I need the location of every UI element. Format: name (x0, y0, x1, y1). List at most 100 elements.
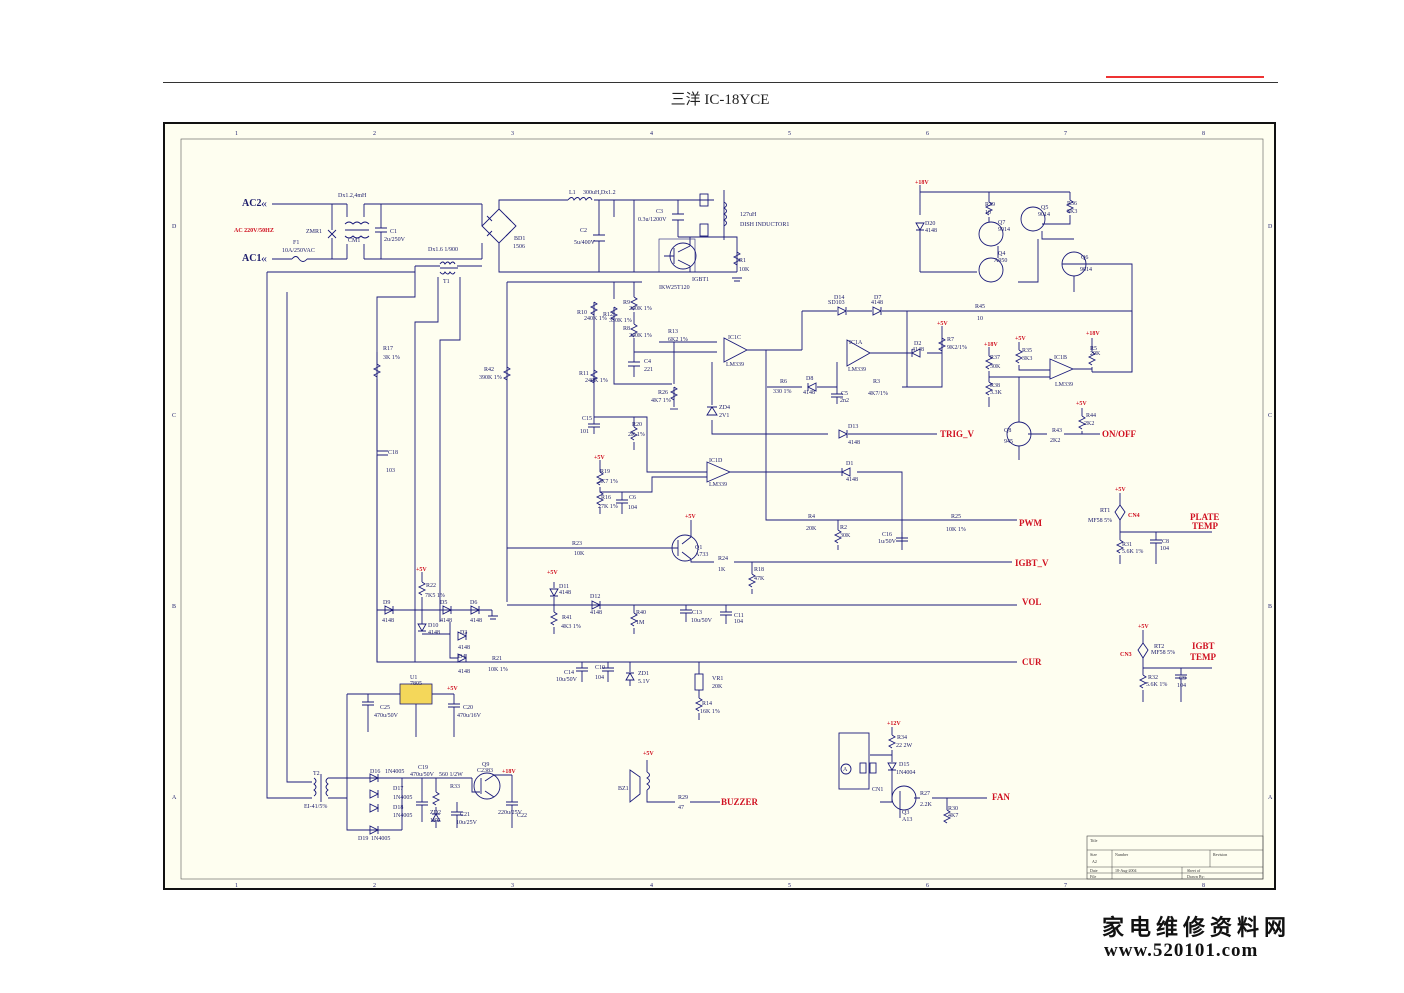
svg-text:R14: R14 (702, 701, 712, 707)
svg-text:+18V: +18V (984, 342, 998, 348)
svg-text:2K2: 2K2 (1050, 438, 1060, 444)
svg-text:C: C (172, 413, 176, 419)
svg-text:945: 945 (1004, 439, 1013, 445)
svg-text:R21: R21 (492, 656, 502, 662)
svg-text:30K: 30K (990, 364, 1001, 370)
svg-text:300uH,Dx1.2: 300uH,Dx1.2 (583, 190, 616, 196)
svg-text:D2: D2 (914, 341, 921, 347)
svg-text:R3: R3 (873, 379, 880, 385)
svg-text:4148: 4148 (458, 645, 470, 651)
svg-text:240K 1%: 240K 1% (585, 378, 608, 384)
header-rule (163, 82, 1278, 83)
svg-text:D10: D10 (428, 623, 438, 629)
svg-text:IC1D: IC1D (709, 458, 723, 464)
svg-text:C9: C9 (1179, 676, 1186, 682)
svg-text:+5V: +5V (1138, 624, 1149, 630)
svg-text:330K 1%: 330K 1% (609, 318, 632, 324)
svg-text:R2: R2 (840, 525, 847, 531)
svg-text:240K 1%: 240K 1% (629, 333, 652, 339)
svg-text:RT1: RT1 (1100, 508, 1110, 514)
svg-text:ZMR1: ZMR1 (306, 229, 322, 235)
svg-text:R9: R9 (623, 300, 630, 306)
svg-text:Dx1.2,4mH: Dx1.2,4mH (338, 193, 367, 199)
svg-text:27K 1%: 27K 1% (598, 504, 618, 510)
svg-text:R16: R16 (601, 495, 611, 501)
svg-text:LM339: LM339 (726, 362, 744, 368)
svg-text:CUR: CUR (1022, 657, 1042, 667)
svg-text:C4: C4 (644, 359, 651, 365)
svg-text:5.6K 1%: 5.6K 1% (1122, 549, 1143, 555)
svg-text:18V: 18V (430, 818, 441, 824)
svg-text:MF58 5%: MF58 5% (1151, 650, 1175, 656)
svg-text:+5V: +5V (685, 514, 696, 520)
svg-text:16K 1%: 16K 1% (700, 709, 720, 715)
svg-text:4148: 4148 (912, 347, 924, 353)
svg-text:D14: D14 (834, 295, 844, 301)
svg-text:MF58 5%: MF58 5% (1088, 518, 1112, 524)
svg-text:Q9: Q9 (482, 762, 489, 768)
svg-text:3K 1%: 3K 1% (383, 355, 400, 361)
svg-text:D5: D5 (440, 600, 447, 606)
svg-text:C11: C11 (734, 613, 744, 619)
svg-text:R7: R7 (947, 337, 954, 343)
svg-text:R45: R45 (975, 304, 985, 310)
svg-text:C: C (1268, 413, 1272, 419)
svg-text:ZD1: ZD1 (638, 671, 649, 677)
svg-text:Drawn By:: Drawn By: (1187, 874, 1205, 879)
header-red-rule (1106, 76, 1264, 78)
svg-text:7805: 7805 (410, 681, 422, 687)
svg-text:IC1B: IC1B (1054, 355, 1067, 361)
svg-text:103: 103 (386, 468, 395, 474)
svg-text:C16: C16 (882, 532, 892, 538)
svg-text:10K: 10K (739, 267, 750, 273)
svg-text:2n2: 2n2 (840, 398, 849, 404)
svg-text:D4: D4 (458, 654, 465, 660)
svg-text:C8: C8 (1162, 539, 1169, 545)
svg-text:ZD4: ZD4 (719, 405, 730, 411)
svg-text:240K 1%: 240K 1% (629, 306, 652, 312)
svg-text:R30: R30 (948, 806, 958, 812)
svg-text:C15: C15 (582, 416, 592, 422)
svg-text:4: 4 (650, 131, 653, 137)
svg-text:2K2: 2K2 (1084, 421, 1094, 427)
svg-text:240K 1%: 240K 1% (584, 316, 607, 322)
svg-text:4K7/1%: 4K7/1% (868, 391, 888, 397)
svg-text:U1: U1 (410, 675, 417, 681)
svg-text:LM339: LM339 (1055, 382, 1073, 388)
svg-text:4148: 4148 (925, 228, 937, 234)
svg-text:+5V: +5V (643, 751, 654, 757)
svg-text:C22: C22 (517, 813, 527, 819)
svg-text:BD1: BD1 (514, 236, 525, 242)
svg-text:101: 101 (580, 429, 589, 435)
svg-text:R6: R6 (780, 379, 787, 385)
svg-text:+5V: +5V (1115, 487, 1126, 493)
svg-text:D1: D1 (846, 461, 853, 467)
svg-text:A2: A2 (1092, 859, 1097, 864)
svg-text:D12: D12 (590, 594, 600, 600)
svg-text:R24: R24 (718, 556, 728, 562)
svg-text:+5V: +5V (416, 567, 427, 573)
svg-text:A: A (843, 767, 848, 773)
svg-text:TRIG_V: TRIG_V (940, 429, 975, 439)
svg-text:8: 8 (1202, 131, 1205, 137)
svg-text:Q3: Q3 (902, 810, 909, 816)
svg-text:3.3K: 3.3K (990, 390, 1003, 396)
svg-text:VR1: VR1 (712, 676, 723, 682)
svg-text:C20: C20 (463, 705, 473, 711)
power-stage: L1 300uH,Dx1.2 C2 5u/400V C3 0.3u/1200V … (532, 190, 789, 291)
svg-text:R33: R33 (450, 784, 460, 790)
svg-text:D8: D8 (806, 376, 813, 382)
svg-text:5.1V: 5.1V (638, 679, 651, 685)
svg-text:R19: R19 (600, 469, 610, 475)
svg-text:D19: D19 (358, 836, 368, 842)
svg-text:20K: 20K (712, 684, 723, 690)
svg-text:10u/50V: 10u/50V (556, 677, 578, 683)
svg-text:A950: A950 (994, 258, 1007, 264)
svg-text:5u/400V: 5u/400V (574, 240, 596, 246)
